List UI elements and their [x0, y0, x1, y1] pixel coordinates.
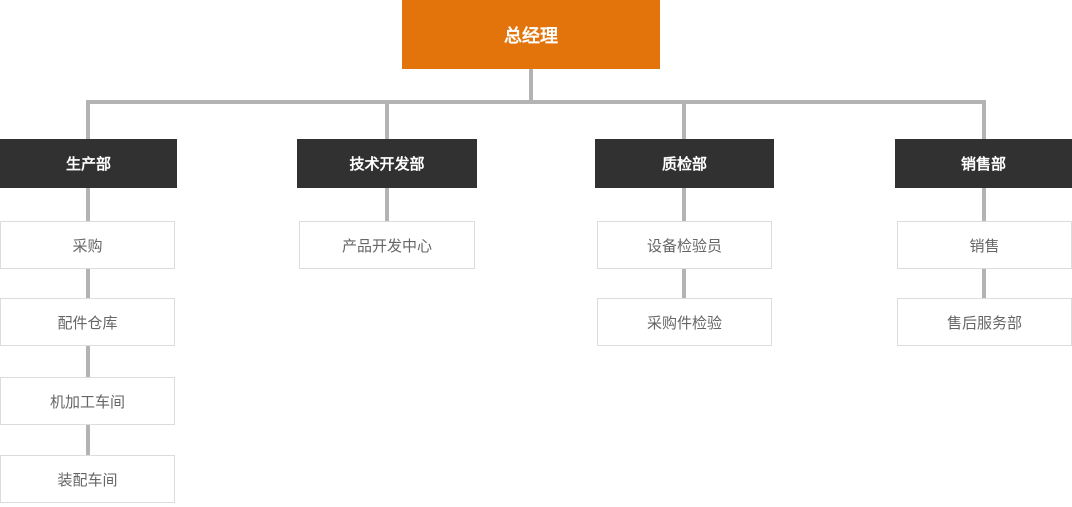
connector-drop-quality — [682, 104, 686, 139]
connector-quality-child — [682, 188, 686, 221]
node-sales-dept: 销售部 — [895, 139, 1072, 188]
connector-warehouse-machining — [86, 346, 90, 377]
node-purchased-parts-inspection: 采购件检验 — [597, 298, 772, 346]
connector-production-child — [86, 188, 90, 221]
node-machining-workshop: 机加工车间 — [0, 377, 175, 425]
connector-sales-child — [982, 188, 986, 221]
node-sales: 销售 — [897, 221, 1072, 269]
node-after-sales-service: 售后服务部 — [897, 298, 1072, 346]
connector-tech-dev-child — [385, 188, 389, 221]
connector-sales-aftersales — [982, 269, 986, 298]
connector-equipment-purchased — [682, 269, 686, 298]
connector-drop-sales — [982, 104, 986, 139]
connector-horizontal-rail — [86, 100, 986, 104]
connector-root-drop — [529, 69, 533, 104]
node-equipment-inspector: 设备检验员 — [597, 221, 772, 269]
connector-purchasing-warehouse — [86, 269, 90, 298]
node-quality-dept: 质检部 — [595, 139, 774, 188]
connector-machining-assembly — [86, 425, 90, 455]
connector-drop-tech-dev — [385, 104, 389, 139]
node-general-manager: 总经理 — [402, 0, 660, 69]
node-tech-dev-dept: 技术开发部 — [297, 139, 477, 188]
node-parts-warehouse: 配件仓库 — [0, 298, 175, 346]
node-purchasing: 采购 — [0, 221, 175, 269]
node-product-dev-center: 产品开发中心 — [299, 221, 475, 269]
node-production-dept: 生产部 — [0, 139, 177, 188]
node-assembly-workshop: 装配车间 — [0, 455, 175, 503]
connector-drop-production — [86, 104, 90, 139]
